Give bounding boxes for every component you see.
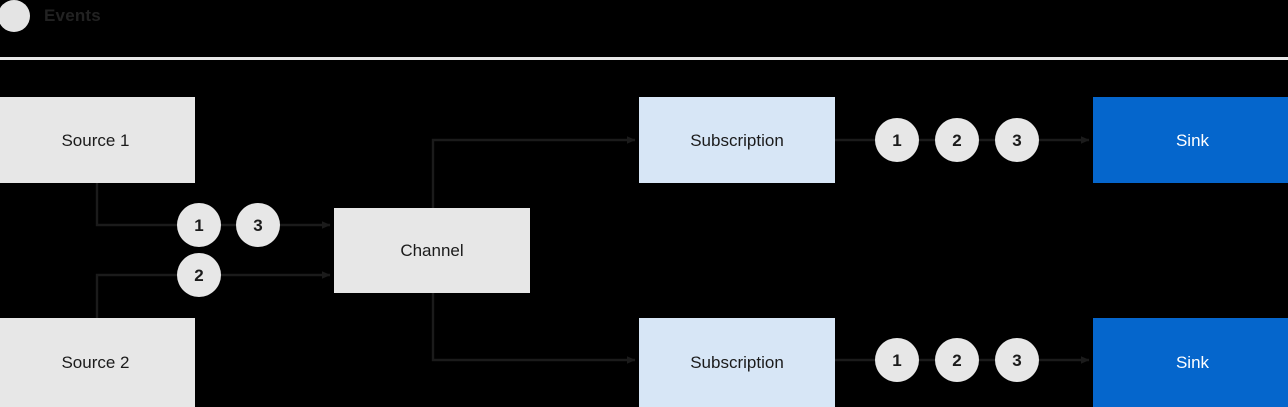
node-source-2[interactable]: Source 2 <box>0 318 195 407</box>
legend-label: Events <box>44 6 101 25</box>
event-dot-icon <box>0 0 30 32</box>
edge-channel-to-subscription2 <box>431 293 636 364</box>
event-token: 1 <box>177 203 221 247</box>
event-token: 2 <box>935 118 979 162</box>
edge-source2-to-channel <box>95 271 331 318</box>
node-source-1-label: Source 1 <box>61 130 130 150</box>
header-divider <box>0 57 1288 60</box>
node-sink-2[interactable]: Sink <box>1093 318 1288 407</box>
event-token: 1 <box>875 118 919 162</box>
node-sink-1[interactable]: Sink <box>1093 97 1288 183</box>
node-subscription-2-label: Subscription <box>690 353 784 372</box>
node-sink-2-label: Sink <box>1175 353 1210 372</box>
node-source-2-label: Source 2 <box>61 353 130 372</box>
event-token: 1 <box>875 338 919 382</box>
event-token: 3 <box>236 203 280 247</box>
node-channel-label: Channel <box>400 241 464 260</box>
edge-channel-to-subscription1 <box>431 136 636 208</box>
node-subscription-2[interactable]: Subscription <box>639 318 835 407</box>
event-token: 3 <box>995 118 1039 162</box>
node-subscription-1-label: Subscription <box>690 130 784 150</box>
event-token: 2 <box>935 338 979 382</box>
node-subscription-1[interactable]: Subscription <box>639 97 835 183</box>
event-token: 3 <box>995 338 1039 382</box>
event-token: 2 <box>177 253 221 297</box>
node-source-1[interactable]: Source 1 <box>0 97 195 183</box>
node-sink-1-label: Sink <box>1175 130 1210 150</box>
node-channel[interactable]: Channel <box>334 208 530 293</box>
legend: Events <box>0 0 300 36</box>
